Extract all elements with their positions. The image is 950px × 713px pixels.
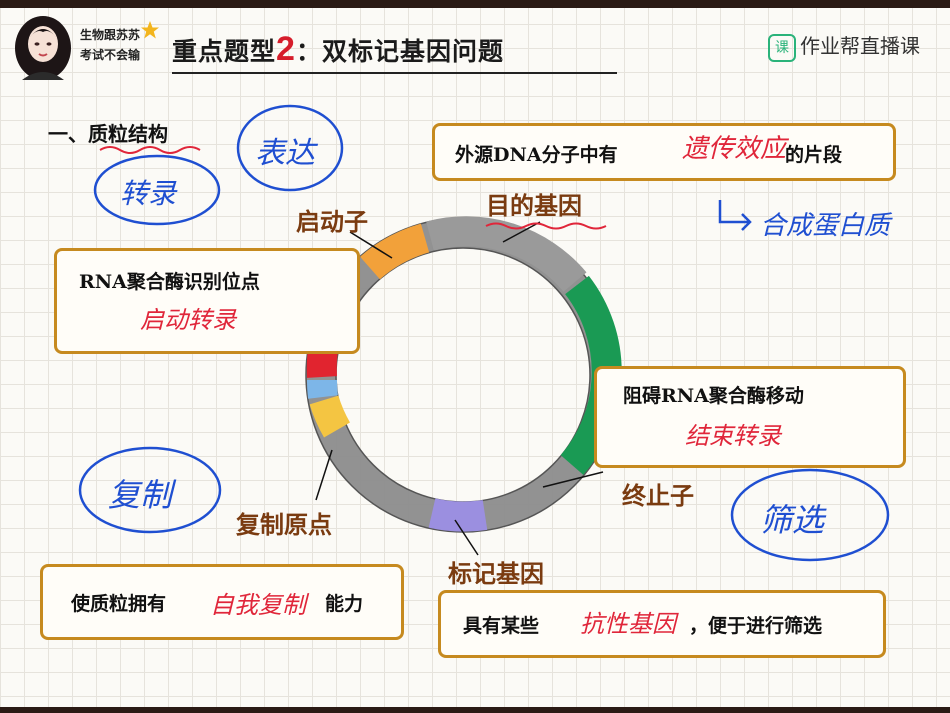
- hw-transcription: 转录: [120, 177, 177, 210]
- title-prefix: 重点题型: [172, 37, 277, 66]
- hw-end-transcription: 结束转录: [685, 422, 781, 450]
- top-edge: [0, 0, 950, 8]
- origin-blue-segment: [306, 379, 338, 399]
- brand: 课作业帮直播课: [768, 30, 920, 62]
- label-promoter: 启动子: [296, 207, 368, 236]
- block-rna-box: 阻碍RNA聚合酶移动: [594, 366, 906, 468]
- replicate-prefix: 使质粒拥有: [71, 593, 167, 615]
- page-title: 重点题型2：双标记基因问题: [172, 30, 504, 69]
- block-rna-text: 阻碍RNA聚合酶移动: [623, 385, 804, 407]
- target-gene-pointer: [502, 221, 541, 243]
- hw-expression: 表达: [255, 136, 315, 171]
- label-target-gene: 目的基因: [486, 191, 582, 220]
- marker-gene-pointer: [454, 519, 479, 556]
- target-gene-segment: [426, 216, 587, 292]
- origin-yellow-segment: [309, 395, 351, 438]
- header: 生物跟苏苏 考试不会输 重点题型2：双标记基因问题 课作业帮直播课: [0, 8, 950, 80]
- section-heading: 一、质粒结构: [48, 122, 168, 146]
- marker-prefix: 具有某些: [463, 615, 540, 637]
- label-marker-gene: 标记基因: [448, 559, 544, 588]
- promoter-segment: [360, 223, 430, 280]
- marker-gene-segment: [428, 498, 488, 532]
- arrow-icon: [718, 200, 752, 231]
- ring-inner-edge: [335, 247, 591, 503]
- title-number: 2: [276, 30, 296, 68]
- replicate-suffix: 能力: [325, 593, 364, 615]
- exogenous-dna-box: 外源DNA分子中有 的片段: [432, 123, 896, 181]
- exogenous-suffix: 的片段: [785, 144, 843, 166]
- hw-self-replicate: 自我复制: [210, 591, 306, 619]
- hw-replicate: 复制: [108, 476, 173, 514]
- marker-box: 具有某些 ，便于进行筛选: [438, 590, 886, 658]
- expression-circle: [236, 104, 344, 192]
- marker-suffix: ，便于进行筛选: [689, 615, 823, 637]
- label-terminator: 终止子: [622, 481, 694, 510]
- label-origin: 复制原点: [236, 510, 332, 539]
- target-underline-scribble: [485, 222, 607, 230]
- promoter-pointer: [349, 231, 393, 259]
- brand-logo-icon: 课: [768, 33, 796, 62]
- hw-start-transcription: 启动转录: [140, 306, 236, 334]
- screen-circle: [730, 468, 890, 562]
- hw-protein: 合成蛋白质: [760, 211, 891, 241]
- tagline-line1: 生物跟苏苏: [80, 28, 141, 42]
- hw-resistance: 抗性基因: [580, 610, 676, 638]
- heading-underline-scribble: [99, 146, 201, 154]
- replicate-circle: [78, 446, 222, 534]
- star-icon: [141, 21, 159, 39]
- title-underline: [172, 72, 617, 74]
- origin-pointer: [315, 449, 333, 501]
- brand-name: 作业帮直播课: [800, 34, 920, 58]
- rna-site-text: RNA聚合酶识别位点: [79, 271, 260, 293]
- hw-heredity-effect: 遗传效应: [682, 134, 787, 164]
- tagline-line2: 考试不会输: [80, 48, 141, 62]
- exogenous-prefix: 外源DNA分子中有: [455, 144, 618, 166]
- title-suffix: ：双标记基因问题: [295, 37, 504, 66]
- teacher-avatar-icon: [15, 16, 71, 80]
- terminator-pointer: [542, 471, 604, 488]
- transcription-circle: [93, 154, 221, 226]
- hw-screen: 筛选: [760, 501, 825, 539]
- rna-site-box: RNA聚合酶识别位点: [54, 248, 360, 354]
- bottom-edge: [0, 707, 950, 713]
- replicate-box: 使质粒拥有 能力: [40, 564, 404, 640]
